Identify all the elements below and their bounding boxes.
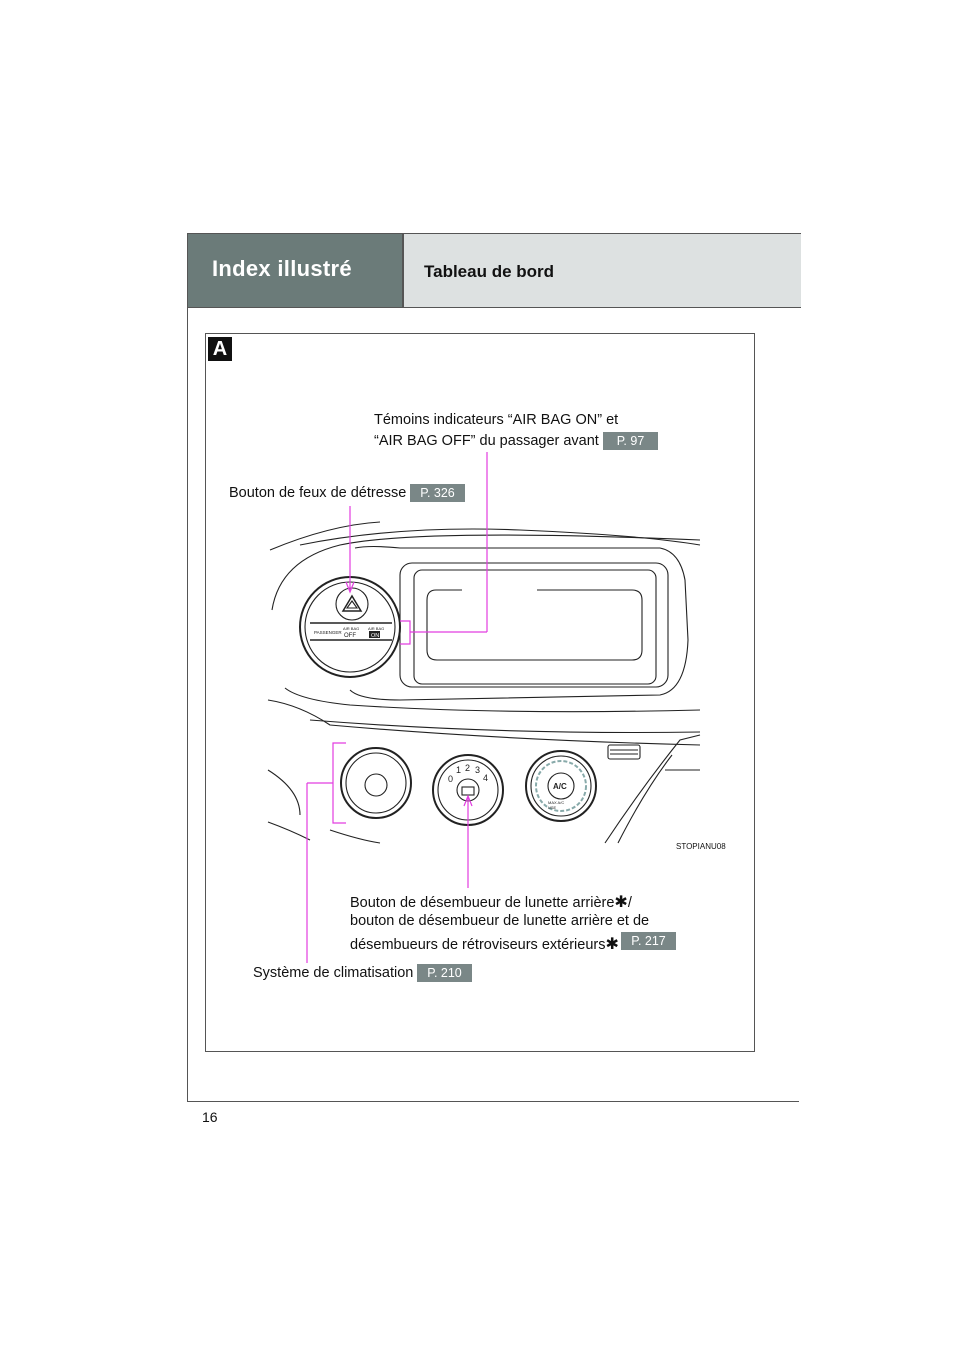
defog-label-line3: désembueurs de rétroviseurs extérieurs✱ (350, 936, 619, 953)
fan-speed-0: 0 (448, 774, 453, 784)
max-ac-label: MAX A/C (548, 800, 564, 805)
airbag-on-caption: AIR BAG (368, 626, 384, 631)
page-border-left (187, 233, 188, 1101)
section-tab: Index illustré (187, 233, 402, 308)
page-title: Tableau de bord (424, 262, 555, 281)
airbag-page-ref[interactable]: P. 97 (603, 432, 658, 450)
figure-frame (205, 333, 755, 1052)
defog-page-ref[interactable]: P. 217 (621, 932, 676, 950)
ac-button-label: A/C (553, 782, 567, 791)
airbag-off-caption: AIR BAG (343, 626, 359, 631)
asterisk-icon: ✱ (605, 936, 619, 953)
use-label: USE (548, 805, 557, 810)
climate-page-ref[interactable]: P. 210 (417, 964, 472, 982)
hazard-page-ref[interactable]: P. 326 (410, 484, 465, 502)
leader-lines (306, 452, 488, 963)
section-title: Index illustré (212, 256, 352, 281)
defog-label-line1: Bouton de désembueur de lunette arrière✱… (350, 894, 632, 911)
figure-tag: A (208, 337, 232, 361)
hazard-label: Bouton de feux de détresse (229, 485, 407, 501)
asterisk-icon: ✱ (614, 894, 628, 911)
fan-speed-2: 2 (465, 763, 470, 773)
passenger-label: PASSENGER (314, 630, 342, 635)
airbag-label-line2: “AIR BAG OFF” du passager avant (374, 433, 599, 449)
fan-speed-4: 4 (483, 773, 488, 783)
figure-code: STOPIANU08 (676, 842, 726, 851)
page-number: 16 (202, 1109, 218, 1125)
page-header: Tableau de bord (402, 233, 801, 308)
defog-label-line2: bouton de désembueur de lunette arrière … (350, 913, 650, 929)
climate-label: Système de climatisation (253, 965, 414, 981)
fan-speed-1: 1 (456, 765, 461, 775)
airbag-label-line1: Témoins indicateurs “AIR BAG ON” et (374, 412, 619, 428)
airbag-on-text: ON (371, 633, 379, 639)
page-border-bottom (187, 1101, 799, 1102)
airbag-off-text: OFF (344, 633, 356, 639)
fan-speed-3: 3 (475, 765, 480, 775)
